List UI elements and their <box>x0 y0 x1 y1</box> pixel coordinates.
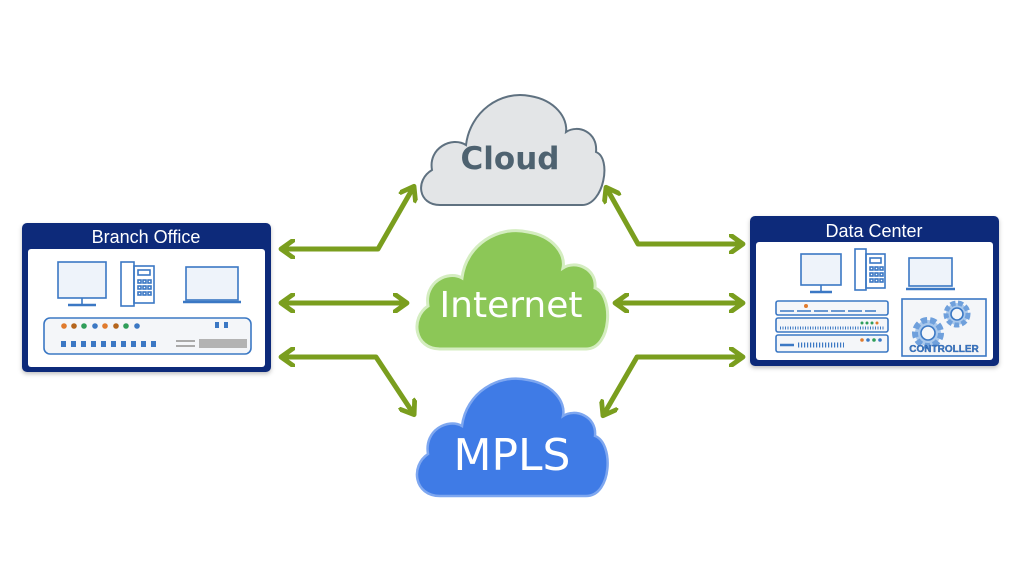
desktop-monitor-icon <box>57 261 107 307</box>
laptop-icon <box>183 266 241 304</box>
datacenter-devices: CONTROLLER <box>775 248 987 357</box>
desk-phone-icon <box>854 248 886 291</box>
internet-label: Internet <box>440 285 583 326</box>
arrow-datacenter-cloud <box>607 189 741 244</box>
arrow-branch-mpls <box>283 357 413 413</box>
controller-label: CONTROLLER <box>909 344 979 355</box>
mpls-node: MPLS <box>415 377 609 498</box>
cloud-node: Cloud <box>420 94 606 206</box>
controller-icon: CONTROLLER <box>901 298 987 357</box>
network-switch-icon <box>43 317 252 355</box>
laptop-icon <box>906 257 955 291</box>
desktop-monitor-icon <box>800 253 842 294</box>
cloud-label: Cloud <box>461 141 560 177</box>
cloud-shape-gray <box>420 94 606 206</box>
server-rack-icon <box>775 300 889 353</box>
internet-node: Internet <box>415 229 610 351</box>
arrow-branch-cloud <box>283 188 413 249</box>
branch-devices <box>43 261 252 355</box>
data-center-title: Data Center <box>825 221 922 241</box>
mpls-label: MPLS <box>454 430 571 481</box>
cloud-shape-blue <box>415 377 609 498</box>
desk-phone-icon <box>120 261 155 307</box>
cloud-shape-green <box>415 229 610 351</box>
arrow-datacenter-mpls <box>604 357 741 414</box>
branch-office-title: Branch Office <box>92 227 201 247</box>
